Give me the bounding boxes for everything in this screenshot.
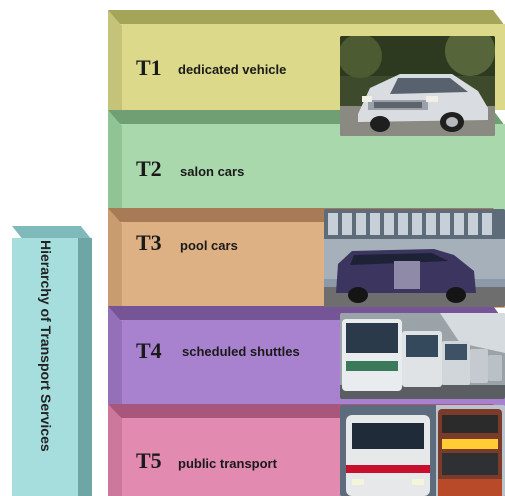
tier-name: scheduled shuttles bbox=[182, 344, 300, 359]
hierarchy-side-block: Hierarchy of Transport Services bbox=[12, 226, 92, 496]
buses-photo bbox=[340, 313, 505, 399]
tier-code: T1 bbox=[136, 55, 162, 80]
car-photo bbox=[340, 36, 495, 136]
train-bus-photo bbox=[340, 405, 505, 496]
tier-top bbox=[108, 10, 505, 26]
hierarchy-label: Hierarchy of Transport Services bbox=[38, 240, 54, 452]
tier-code: T2 bbox=[136, 156, 162, 181]
tier-name: dedicated vehicle bbox=[178, 62, 287, 77]
tier-code: T3 bbox=[136, 230, 162, 255]
tier-code: T5 bbox=[136, 448, 162, 473]
tier-name: pool cars bbox=[180, 238, 238, 253]
tier-name: public transport bbox=[178, 456, 277, 471]
tier-code: T4 bbox=[136, 338, 162, 363]
van-photo bbox=[324, 209, 505, 307]
tier-name: salon cars bbox=[180, 164, 245, 179]
